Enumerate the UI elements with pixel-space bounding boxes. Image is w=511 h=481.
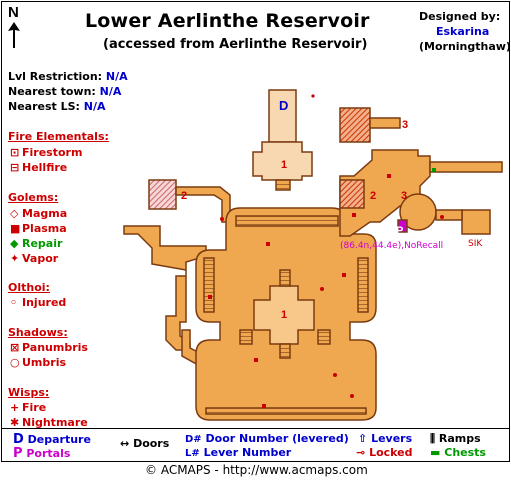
category-golems: Golems: [8, 191, 59, 204]
legend-lever-number: L# Lever Number [185, 446, 292, 459]
legend-ramps: ⫼ Ramps [430, 432, 481, 445]
legend-portals: P Portals [13, 446, 71, 461]
map-label-departure: D [279, 98, 289, 113]
compass-n-label: N [8, 4, 19, 21]
map-label-2-left: 2 [181, 190, 188, 202]
creature-nightmare: ✱Nightmare [10, 416, 88, 429]
creature-injured: ◦Injured [10, 296, 67, 309]
creature-plasma: ■Plasma [10, 222, 67, 235]
category-olthoi: Olthoi: [8, 281, 50, 294]
west-corridor [175, 186, 231, 223]
map-label-1-top: 1 [281, 159, 288, 171]
pink-room [148, 179, 177, 210]
category-fire-elementals: Fire Elementals: [8, 130, 109, 143]
center-cross [253, 285, 315, 345]
level-restriction: Lvl Restriction: N/A [8, 70, 128, 83]
red-hatch-room-top [339, 107, 371, 143]
room-1-top [252, 141, 313, 181]
legend-divider [1, 428, 509, 429]
dungeon-map [123, 89, 503, 421]
category-shadows: Shadows: [8, 326, 68, 339]
legend-levers: ⇧ Levers [358, 432, 413, 445]
creature-umbris: ○Umbris [10, 356, 67, 369]
designed-by-label: Designed by: [419, 10, 501, 23]
legend-locked: ⊸ Locked [356, 446, 413, 459]
map-label-1-center: 1 [281, 309, 288, 321]
east-top-corridor [369, 117, 401, 129]
map-label-portal: P [396, 225, 404, 237]
designer-alt-name: (Morningthaw) [419, 40, 511, 53]
map-frame [1, 1, 510, 462]
creature-magma: ◇Magma [10, 207, 68, 220]
creature-firestorm: ⊡Firestorm [10, 146, 83, 159]
legend-chests: ▬ Chests [430, 446, 486, 459]
creature-panumbris: ⊠Panumbris [10, 341, 88, 354]
nearest-town: Nearest town: N/A [8, 85, 122, 98]
creature-repair: ◆Repair [10, 237, 63, 250]
map-label-3-top: 3 [402, 119, 409, 131]
designer-name: Eskarina [436, 25, 490, 38]
east-corridor [429, 161, 503, 173]
portal-box [397, 219, 408, 233]
top-stairs [275, 179, 291, 191]
north-arrow-icon [8, 22, 20, 48]
map-label-2-right: 2 [370, 190, 377, 202]
creature-vapor: ✦Vapor [10, 252, 59, 265]
legend-door-number: D# Door Number (levered) [185, 432, 349, 445]
east-small-room [461, 209, 491, 235]
east-wing [339, 149, 431, 237]
page-title: Lower Aerlinthe Reservoir [85, 10, 370, 32]
portal-coordinates: (86.4n,44.4e),NoRecall [340, 241, 444, 251]
creature-fire: +Fire [10, 401, 47, 414]
map-label-3-right: 3 [401, 190, 408, 202]
creature-hellfire: ⊟Hellfire [10, 161, 68, 174]
locked-sik-label: SIK [468, 239, 483, 249]
nearest-lifestone: Nearest LS: N/A [8, 100, 106, 113]
copyright-footer: © ACMAPS - http://www.acmaps.com [145, 463, 368, 477]
red-hatch-room-east [339, 179, 365, 209]
west-winding-corridor [123, 225, 207, 351]
category-wisps: Wisps: [8, 386, 50, 399]
legend-departure: D Departure [13, 432, 91, 447]
page-subtitle: (accessed from Aerlinthe Reservoir) [103, 37, 368, 52]
legend-doors: ↔ Doors [120, 437, 170, 450]
